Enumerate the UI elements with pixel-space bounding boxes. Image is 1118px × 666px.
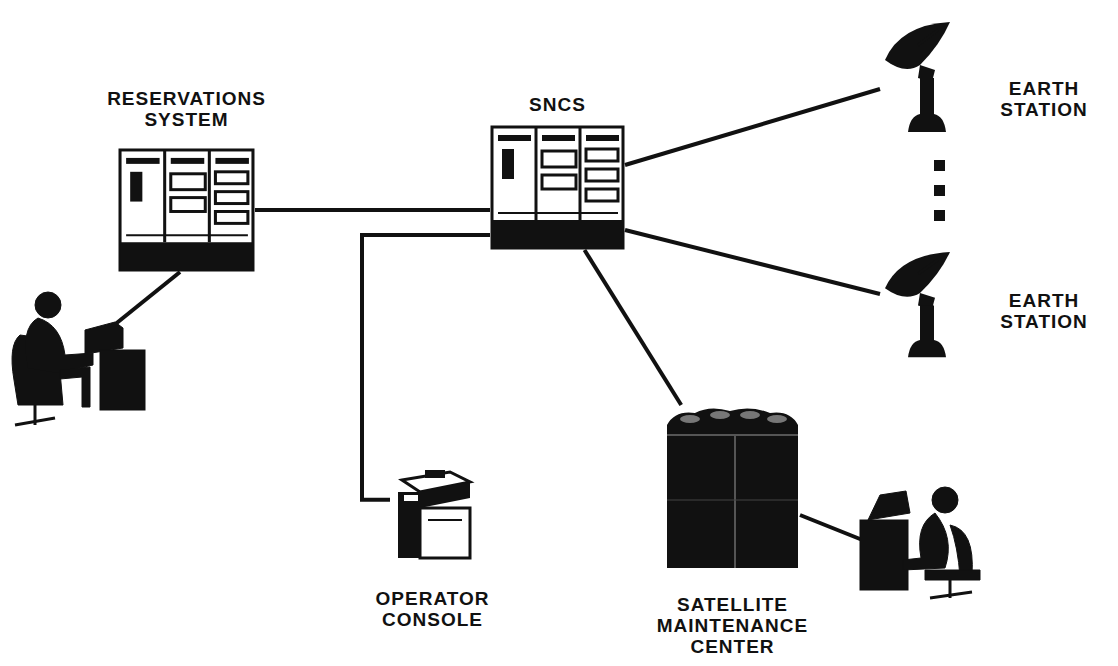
server-cabinet: RESERVATIONS SYSTEM [118,148,255,272]
network-link [625,230,880,294]
network-link [255,208,490,212]
node-label: SNCS [498,94,618,115]
operator-figure [800,487,980,598]
network-link [585,250,682,405]
node-label: EARTH STATION [979,78,1109,120]
ellipsis-dots [934,160,945,221]
node-label: RESERVATIONS SYSTEM [82,88,292,130]
operator-figure [12,272,180,425]
operator-console: OPERATOR CONSOLE [390,470,475,560]
satellite-dish: EARTH STATION [880,250,975,360]
maintenance-cabinet: SATELLITE MAINTENANCE CENTER [665,405,800,570]
node-label: EARTH STATION [979,290,1109,332]
network-link [362,235,490,500]
node-label: SATELLITE MAINTENANCE CENTER [638,594,828,657]
node-label: OPERATOR CONSOLE [358,588,508,630]
network-link [625,89,880,165]
server-cabinet: SNCS [490,125,625,250]
satellite-dish: EARTH STATION [880,20,975,135]
